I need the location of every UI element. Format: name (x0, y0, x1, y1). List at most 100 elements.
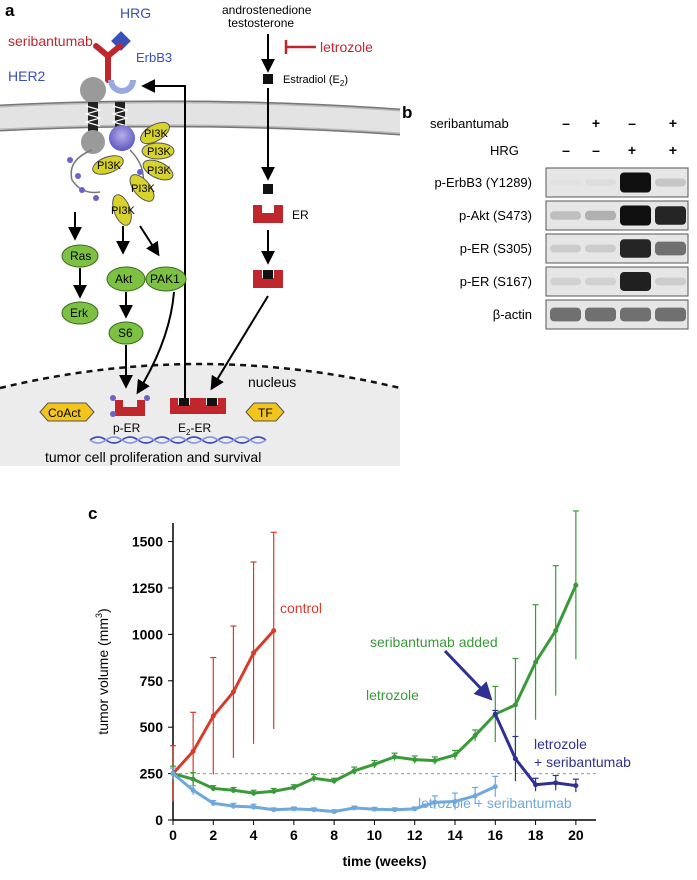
seribantumab-antibody-shape (93, 43, 123, 83)
blot-label: p-ER (S167) (460, 274, 532, 289)
akt-label: Akt (115, 272, 133, 286)
y-tick-label: 1500 (132, 534, 163, 550)
y-axis-label: tumor volume (mm3) (94, 608, 111, 734)
androstenedione-label: androstenedione (222, 3, 312, 17)
estradiol-label: Estradiol (E2) (283, 74, 348, 88)
estradiol-square (263, 184, 273, 194)
data-point (271, 628, 277, 634)
blot-label: p-ErbB3 (Y1289) (434, 175, 532, 190)
blot-label: p-Akt (S473) (459, 208, 532, 223)
data-point (573, 783, 579, 789)
nucleus-label: nucleus (248, 374, 296, 390)
annotation-combo-dark-2: + seribantumab (534, 754, 631, 770)
er-receptor-shape (253, 205, 283, 223)
blot-band (550, 277, 581, 286)
blot-label: p-ER (S305) (460, 241, 532, 256)
data-point (452, 752, 458, 758)
blot-band (585, 244, 616, 253)
s6-label: S6 (118, 326, 133, 340)
blot-band (655, 277, 686, 286)
treatment-sign: – (592, 142, 600, 158)
chart-series (170, 510, 579, 815)
data-point (230, 689, 236, 695)
data-point (251, 804, 257, 810)
data-point (210, 713, 216, 719)
data-point (492, 711, 498, 717)
data-point (331, 809, 337, 815)
data-point (432, 799, 438, 805)
tf-factor: TF (245, 402, 285, 422)
data-point (190, 776, 196, 782)
coact-factor: CoAct (39, 402, 95, 422)
data-point (210, 785, 216, 791)
added-arrow (443, 649, 493, 701)
panel-a: a nucleus HRG seribantumab ErbB3 HER2 (0, 1, 401, 466)
data-point (331, 778, 337, 784)
blot-band (550, 307, 581, 322)
treatment-sign: + (592, 115, 600, 131)
blot-band (620, 172, 651, 193)
x-tick-label: 8 (330, 827, 338, 843)
pi3k-cluster: PI3K PI3K PI3K PI3K PI3K PI3K (67, 121, 175, 226)
estradiol-subscript: 2 (340, 79, 345, 88)
data-point (311, 807, 317, 813)
data-point (190, 748, 196, 754)
data-point (432, 758, 438, 764)
data-point (351, 768, 357, 774)
data-point (351, 805, 357, 811)
data-point (533, 782, 539, 788)
nucleus-region: nucleus (0, 362, 401, 466)
data-point (291, 785, 297, 791)
y-tick-label: 1250 (132, 580, 163, 596)
panel-label-b: b (402, 103, 412, 122)
data-point (412, 757, 418, 763)
data-point (512, 702, 518, 708)
chart-annotations: control letrozole seribantumab added let… (280, 600, 631, 811)
testosterone-label: testosterone (228, 16, 294, 30)
annotation-control: control (280, 600, 322, 616)
p-er-label: p-ER (113, 421, 141, 435)
treatment-sign: – (628, 115, 636, 131)
data-point (512, 756, 518, 762)
data-point (573, 582, 579, 588)
data-point (251, 650, 257, 656)
data-point (553, 780, 559, 786)
panel-label-a: a (5, 1, 15, 20)
blot-band (585, 210, 616, 221)
blot-band (620, 239, 651, 258)
pi3k-label: PI3K (111, 205, 136, 217)
data-point (271, 788, 277, 794)
blot-band (550, 211, 581, 220)
pi3k-label: PI3K (144, 128, 169, 140)
x-axis-label: time (weeks) (342, 853, 426, 869)
signaling-nodes: Ras Erk Akt PAK1 S6 (61, 212, 187, 395)
data-point (271, 807, 277, 813)
treatment-sign: + (669, 142, 677, 158)
data-point (311, 775, 317, 781)
feedback-arrow (141, 79, 186, 405)
treatment-label: seribantumab (430, 116, 509, 131)
her2-receptor-shape (80, 77, 106, 154)
pi3k-label: PI3K (97, 160, 122, 172)
treatment-sign: + (628, 142, 636, 158)
x-tick-label: 2 (209, 827, 217, 843)
data-point (291, 806, 297, 812)
y-tick-label: 500 (140, 719, 164, 735)
estradiol-close: ) (344, 74, 348, 86)
estradiol-bound-square (263, 270, 273, 279)
data-point (230, 787, 236, 793)
blot-band (585, 307, 616, 322)
blot-band (655, 307, 686, 322)
data-point (412, 806, 418, 812)
y-tick-label: 0 (155, 812, 163, 828)
treatment-sign: – (562, 115, 570, 131)
x-tick-label: 0 (169, 827, 177, 843)
seribantumab-label: seribantumab (8, 33, 93, 49)
data-point (371, 761, 377, 767)
caption-label: tumor cell proliferation and survival (45, 449, 261, 465)
ras-label: Ras (70, 249, 91, 263)
series-line (171, 629, 275, 775)
erk-label: Erk (70, 306, 89, 320)
